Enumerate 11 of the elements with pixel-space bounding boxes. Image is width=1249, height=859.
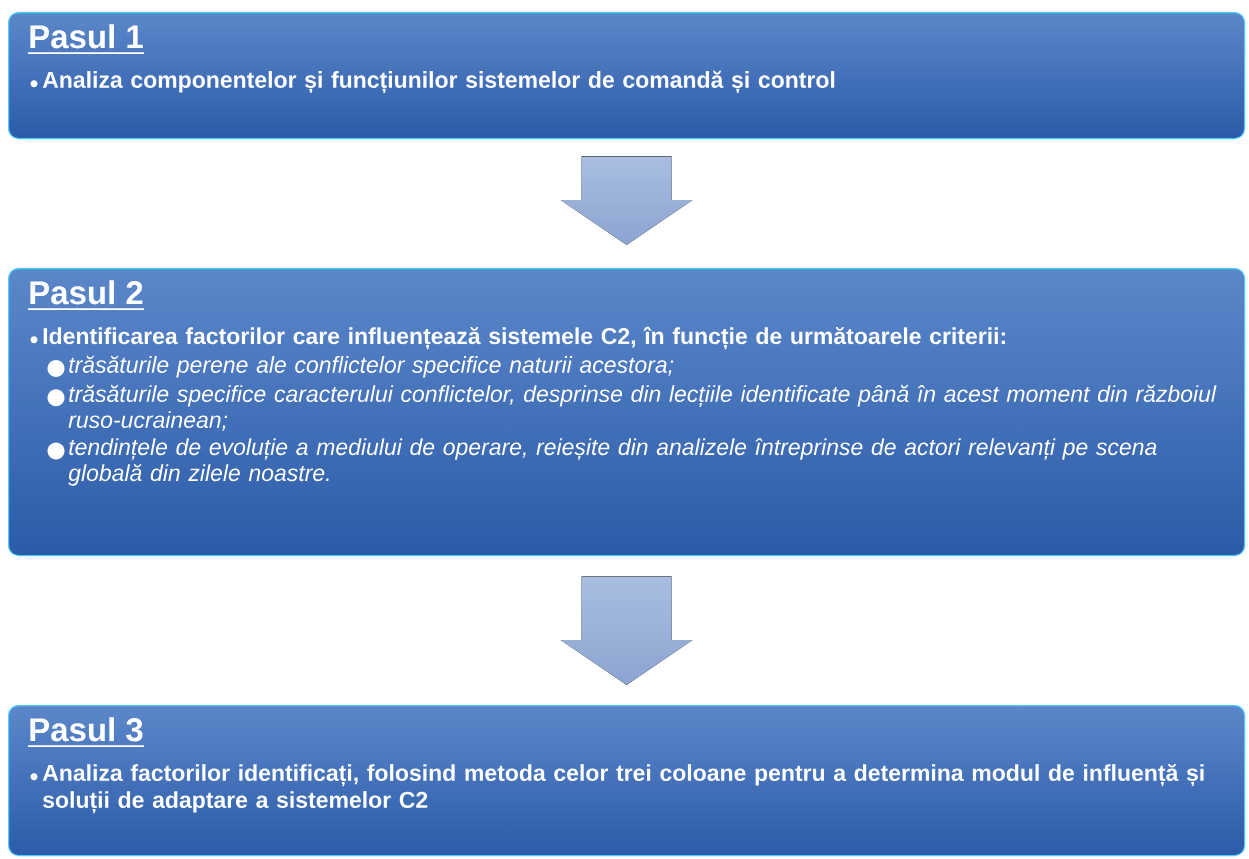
bullet-text: Identificarea factorilor care influențează sistemele C2, în funcție de următoarele criterii: xyxy=(43,326,1005,350)
step-heading: Pasul 1 xyxy=(27,24,145,54)
block-arrow xyxy=(560,576,693,685)
sub-bullet-text: trăsăturile specifice caracterului conflictelor, desprinse din lecțiile identificate până în acest moment din războiul ruso-ucrainean; xyxy=(68,384,1217,431)
bullet-text: Analiza componentelor și funcțiunilor sistemelor de comandă și control xyxy=(42,70,835,94)
step-heading: Pasul 3 xyxy=(27,717,145,747)
block-arrow xyxy=(560,156,693,245)
step-heading: Pasul 2 xyxy=(27,280,145,310)
sub-bullet-text: tendințele de evoluție a mediului de operare, reieșite din analizele întreprinse de actori relevanți pe scena globală din zilele noastre. xyxy=(68,438,1157,486)
sub-bullet-text: trăsăturile perene ale conflictelor specifice naturii acestora; xyxy=(69,355,674,378)
bullet-text: Analiza factorilor identificați, folosind metoda celor trei coloane pentru a determina modul de influență și soluții de adaptare a sistemelor C2 xyxy=(42,763,1204,814)
